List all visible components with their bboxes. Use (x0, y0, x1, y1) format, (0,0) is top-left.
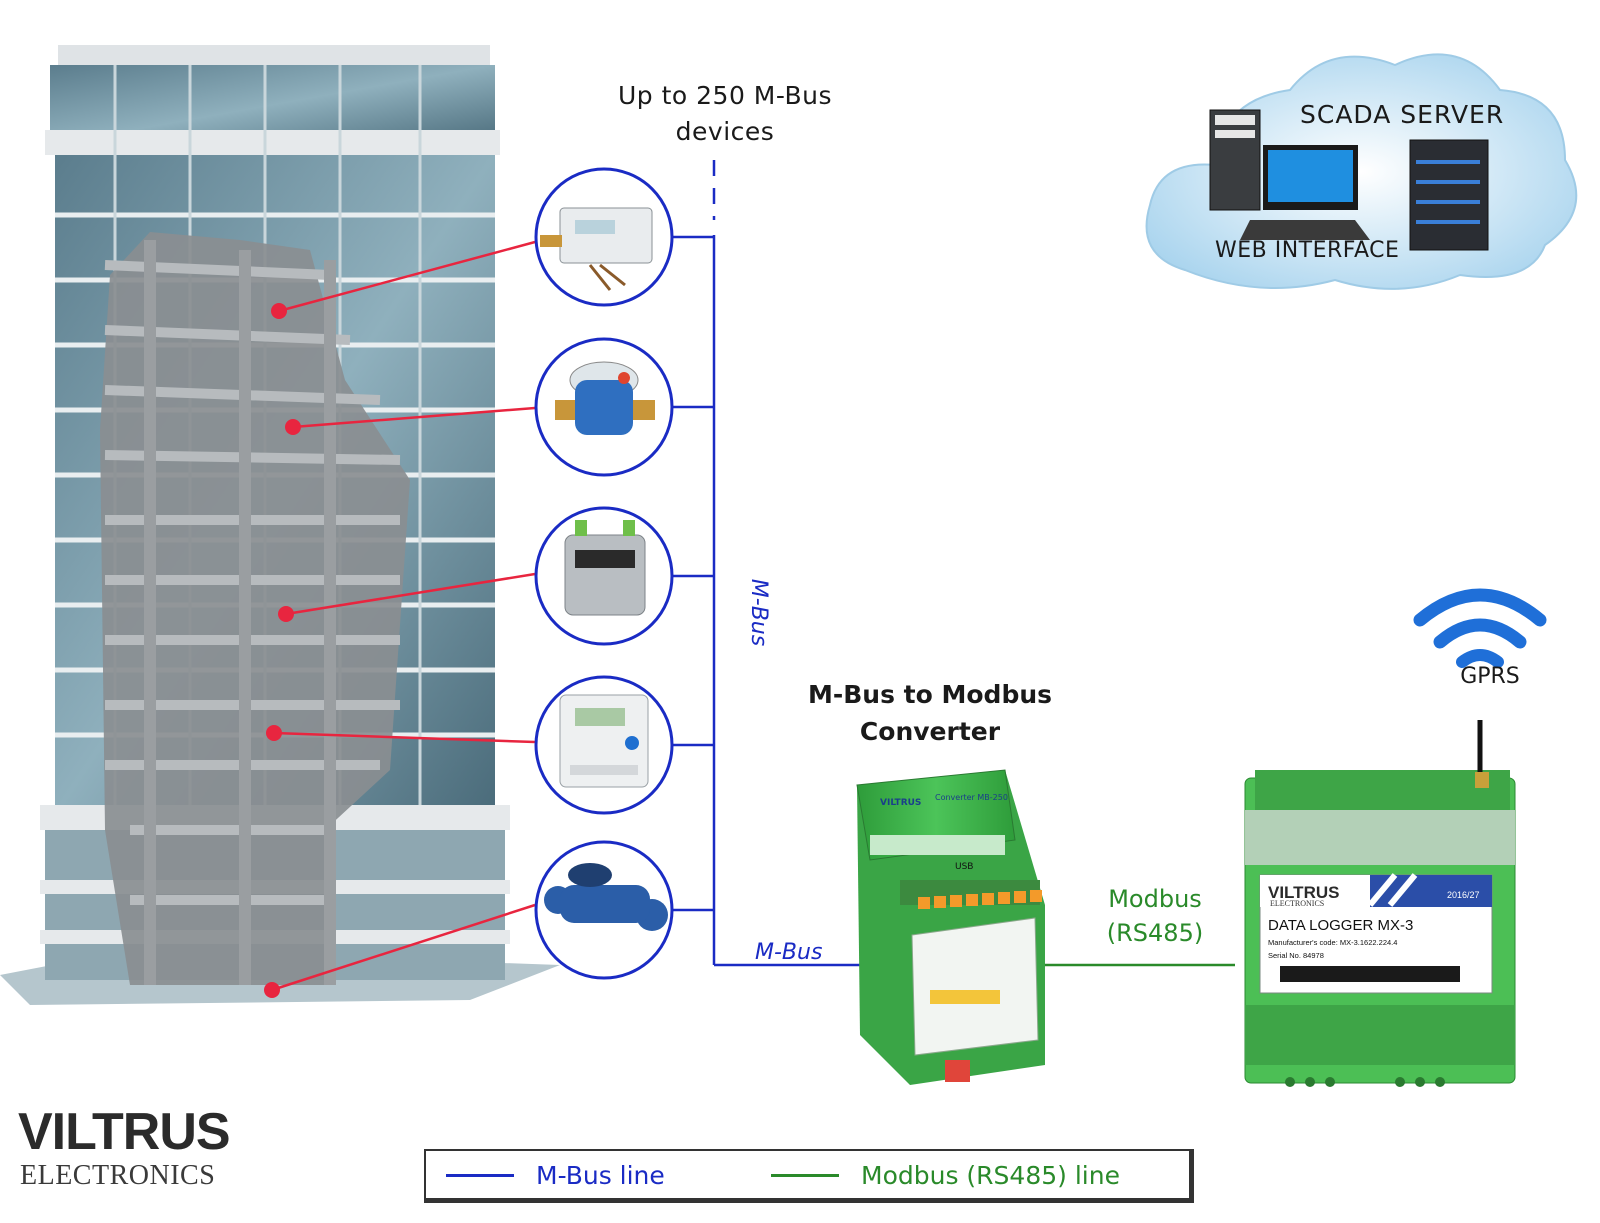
logger-brand: VILTRUS (1268, 883, 1339, 902)
scada-server-label: SCADA SERVER (1300, 100, 1505, 129)
mbus-line (672, 160, 880, 967)
legend-label-mbus: M-Bus line (536, 1161, 665, 1190)
logger-brand-sub: ELECTRONICS (1270, 899, 1324, 908)
scada-cloud (1145, 53, 1578, 290)
data-logger-mx3: VILTRUS ELECTRONICS 2016/27 DATA LOGGER … (1244, 720, 1516, 1087)
legend-swatch-mbus (446, 1174, 514, 1177)
viltrus-logo-sub: ELECTRONICS (20, 1160, 216, 1191)
heat-meter-icon (534, 167, 674, 307)
legend: M-Bus line Modbus (RS485) line (424, 1149, 1194, 1203)
device-pointer-lines (271, 240, 536, 992)
modbus-connection-label: Modbus (RS485) (1085, 882, 1225, 950)
converter-label: M-Bus to Modbus Converter (785, 676, 1075, 750)
legend-item-modbus: Modbus (RS485) line (771, 1161, 1120, 1190)
water-meter-icon (534, 337, 674, 477)
device-capacity-line2: devices (675, 117, 775, 146)
converter-label-line2: Converter (859, 717, 1001, 746)
device-capacity-label: Up to 250 M-Bus devices (600, 78, 850, 150)
electricity-meter-icon (534, 675, 674, 815)
mbus-horizontal-label: M-Bus (755, 940, 823, 965)
converter-model: Converter MB-250 (935, 793, 1008, 802)
gprs-label: GPRS (1460, 664, 1520, 689)
gas-meter-icon (534, 506, 674, 646)
viltrus-logo-main: VILTRUS (18, 1103, 231, 1161)
logger-batch: 2016/27 (1447, 890, 1480, 900)
mbus-modbus-converter: VILTRUS Converter MB-250 USB (856, 769, 1045, 1085)
device-location-dots (264, 303, 301, 998)
converter-brand: VILTRUS (880, 798, 921, 808)
modbus-label-line1: Modbus (1108, 885, 1202, 913)
web-interface-label: WEB INTERFACE (1215, 238, 1400, 263)
mbus-vertical-label: M-Bus (746, 578, 772, 647)
logger-title: DATA LOGGER MX-3 (1268, 917, 1413, 934)
legend-label-modbus: Modbus (RS485) line (861, 1161, 1120, 1190)
logger-mfr-code: Manufacturer's code: MX-3.1622.224.4 (1268, 938, 1397, 947)
gprs-signal-icon (1413, 588, 1547, 668)
logger-serial: Serial No. 84978 (1268, 951, 1324, 960)
building-illustration (0, 45, 560, 1005)
device-capacity-line1: Up to 250 M-Bus (617, 81, 833, 110)
converter-usb-label: USB (955, 862, 973, 872)
legend-item-mbus: M-Bus line (446, 1161, 665, 1190)
industrial-water-meter-icon (534, 840, 674, 980)
legend-swatch-modbus (771, 1174, 839, 1177)
converter-label-line1: M-Bus to Modbus (807, 680, 1053, 709)
modbus-label-line2: (RS485) (1106, 919, 1204, 947)
